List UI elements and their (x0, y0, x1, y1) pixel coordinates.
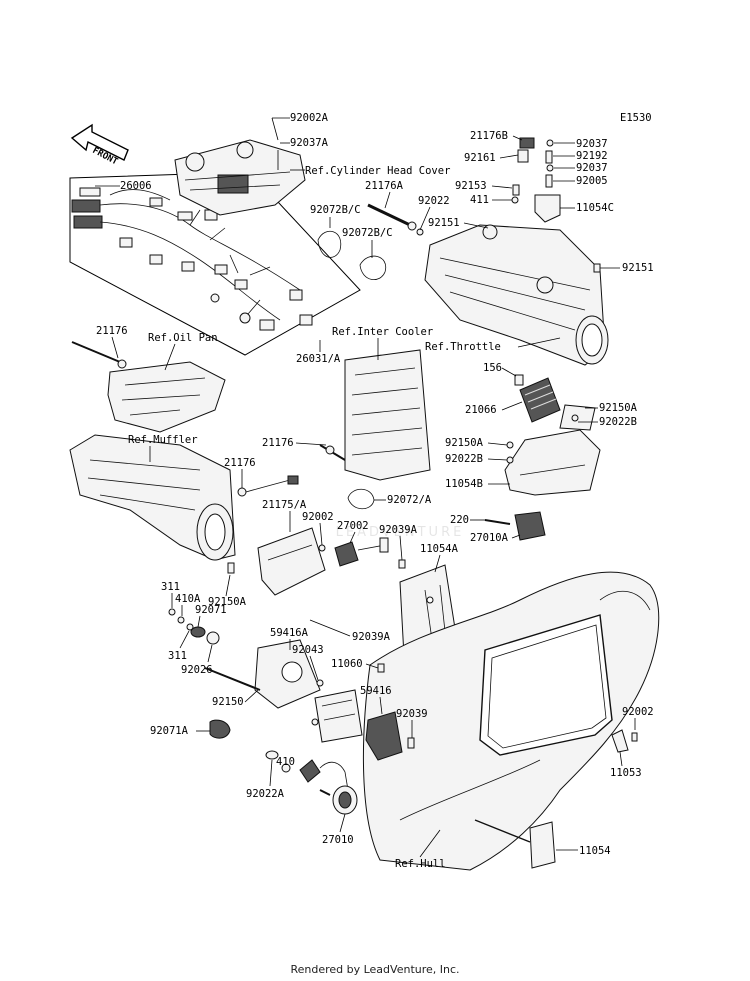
footer-credit: Rendered by LeadVenture, Inc. (290, 963, 460, 976)
label-311-1: 311 (161, 581, 180, 593)
label-92153: 92153 (455, 180, 487, 192)
inter-cooler (319, 349, 431, 481)
sensor-21176-muffler (237, 475, 299, 497)
muffler (69, 434, 236, 561)
sensor-27010a (484, 511, 546, 541)
label-11054: 11054 (579, 845, 611, 857)
label-92039a-2: 92039A (352, 631, 391, 643)
label-92151-1: 92151 (428, 217, 460, 229)
main-harness-group (69, 171, 361, 356)
label-92043: 92043 (292, 644, 324, 656)
label-21175a: 21175/A (262, 499, 307, 511)
clamp-92072a (347, 488, 375, 510)
label-59416: 59416 (360, 685, 392, 697)
front-direction-arrow: FRONT (70, 123, 129, 168)
fasteners-left (168, 562, 235, 645)
label-26006: 26006 (120, 180, 152, 192)
label-27002: 27002 (337, 520, 369, 532)
label-410a: 410A (175, 593, 201, 605)
label-92150a-3: 92150A (208, 596, 247, 608)
label-11053: 11053 (610, 767, 642, 779)
label-11054a: 11054A (420, 543, 459, 555)
label-59416a: 59416A (270, 627, 309, 639)
ref-inter-cooler: Ref.Inter Cooler (332, 326, 433, 338)
label-92151-2: 92151 (622, 262, 654, 274)
label-92002a: 92002A (290, 112, 329, 124)
label-92026: 92026 (181, 664, 213, 676)
label-156: 156 (483, 362, 502, 374)
ref-muffler: Ref.Muffler (128, 434, 198, 446)
label-27010a: 27010A (470, 532, 509, 544)
label-21176-1: 21176 (96, 325, 128, 337)
label-21176b: 21176B (470, 130, 508, 142)
watermark: LEADVENTURE (335, 525, 465, 540)
diagram-code: E1530 (620, 112, 652, 124)
label-92072a: 92072/A (387, 494, 432, 506)
ignition-27002 (318, 537, 389, 567)
label-21176-3: 21176 (224, 457, 256, 469)
label-21176a: 21176A (365, 180, 404, 192)
label-92039: 92039 (396, 708, 428, 720)
regulator-21066 (504, 374, 601, 496)
ref-throttle: Ref.Throttle (425, 341, 501, 353)
sensor-27010 (265, 750, 358, 815)
ecu-bracket (311, 689, 363, 743)
hull (362, 571, 660, 871)
label-311-2: 311 (168, 650, 187, 662)
ref-oil-pan: Ref.Oil Pan (148, 332, 218, 344)
label-92150a-1: 92150A (599, 402, 638, 414)
label-11054b: 11054B (445, 478, 483, 490)
label-92022: 92022 (418, 195, 450, 207)
label-92037-1: 92037 (576, 138, 608, 150)
label-92002-1: 92002 (302, 511, 334, 523)
label-92022b-1: 92022B (599, 416, 637, 428)
label-92071: 92071 (195, 604, 227, 616)
label-410: 410 (276, 756, 295, 768)
label-92037-2: 92037 (576, 162, 608, 174)
label-92072bc-2: 92072B/C (342, 227, 393, 239)
label-92022b-2: 92022B (445, 453, 483, 465)
oil-pan (71, 341, 226, 433)
label-21176-2: 21176 (262, 437, 294, 449)
label-11060: 11060 (331, 658, 363, 670)
throttle-manifold (424, 224, 609, 366)
label-92002-2: 92002 (622, 706, 654, 718)
label-220: 220 (450, 514, 469, 526)
label-21066: 21066 (465, 404, 497, 416)
label-92072bc-1: 92072B/C (310, 204, 361, 216)
label-411: 411 (470, 194, 489, 206)
ecu-cover-21175a (257, 527, 326, 596)
label-92071a: 92071A (150, 725, 189, 737)
label-92192: 92192 (576, 150, 608, 162)
ref-hull: Ref.Hull (395, 858, 446, 870)
label-92150: 92150 (212, 696, 244, 708)
cylinder-head-cover (174, 139, 306, 216)
bracket-11054 (474, 819, 556, 869)
label-26031a: 26031/A (296, 353, 341, 365)
label-27010: 27010 (322, 834, 354, 846)
sensor-21176b-group (511, 137, 561, 223)
label-92150a-2: 92150A (445, 437, 484, 449)
ref-cylinder-head-cover: Ref.Cylinder Head Cover (305, 165, 450, 177)
label-92161: 92161 (464, 152, 496, 164)
throttle-body-59416a (204, 639, 321, 739)
label-92005: 92005 (576, 175, 608, 187)
label-92037a: 92037A (290, 137, 329, 149)
bracket-11053 (611, 729, 638, 753)
label-92039a-1: 92039A (379, 524, 418, 536)
label-11054c: 11054C (576, 202, 614, 214)
label-92022a: 92022A (246, 788, 285, 800)
ecu-59416 (365, 711, 403, 761)
